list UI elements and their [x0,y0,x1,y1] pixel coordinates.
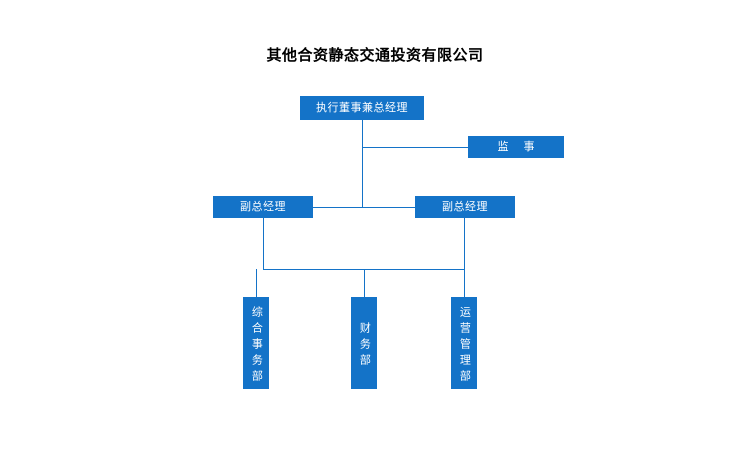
connector-director-down [362,120,363,207]
connector-dept-general-affairs-down [256,269,257,297]
node-executive-director: 执行董事兼总经理 [300,96,424,120]
connector-dept-operations-down [464,269,465,297]
connector-deputies-bus [263,207,415,208]
page-title: 其他合资静态交通投资有限公司 [266,47,484,64]
connector-director-to-supervisor [362,147,468,148]
node-supervisor: 监 事 [468,136,564,158]
connector-deputy-left-down [263,207,264,269]
connector-deputy-right-down [464,218,465,269]
node-dept-operations: 运营管理部 [451,297,477,389]
node-dept-finance: 财务部 [351,297,377,389]
node-deputy-manager-right: 副总经理 [415,196,515,218]
node-dept-general-affairs: 综合事务部 [243,297,269,389]
connector-dept-finance-down [364,269,365,297]
